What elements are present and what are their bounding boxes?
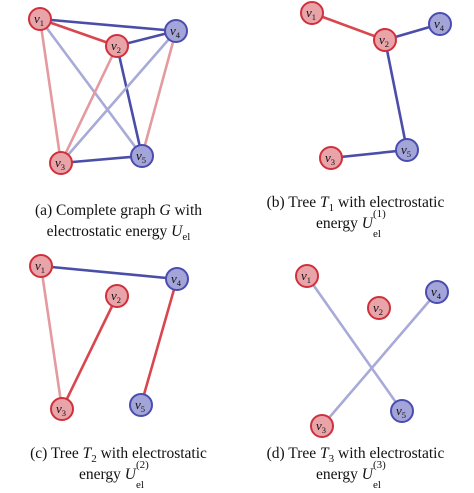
- vertex-label-v2: v2: [379, 32, 389, 49]
- vertex-v2: v2: [105, 284, 129, 308]
- vertex-v1: v1: [295, 264, 319, 288]
- vertex-label-v1: v1: [306, 5, 316, 22]
- caption-b: (b) Tree T1 with electrostatic energy U(…: [266, 194, 445, 240]
- vertex-v5: v5: [390, 399, 414, 423]
- edge-v2-v5: [115, 44, 144, 158]
- edge-v4-v5: [139, 277, 179, 407]
- vertex-v5: v5: [130, 144, 154, 168]
- vertex-label-v2: v2: [111, 38, 121, 55]
- vertex-v1: v1: [300, 1, 324, 25]
- vertex-v3: v3: [310, 414, 334, 438]
- vertex-v4: v4: [164, 19, 188, 43]
- vertex-v3: v3: [50, 397, 74, 421]
- edge-v2-v5: [383, 38, 409, 152]
- caption-c: (c) Tree T2 with electrostatic energy U(…: [30, 445, 207, 491]
- edge-v2-v3: [60, 294, 119, 411]
- edge-v1-v4: [38, 17, 178, 33]
- vertex-label-v3: v3: [325, 150, 335, 167]
- vertex-label-v4: v4: [171, 271, 182, 288]
- vertex-label-v1: v1: [34, 11, 44, 28]
- vertex-v3: v3: [319, 146, 343, 170]
- edge-v1-v3: [38, 17, 63, 165]
- vertex-v4: v4: [428, 12, 452, 36]
- vertex-label-v4: v4: [170, 23, 181, 40]
- edge-v1-v5: [305, 274, 404, 413]
- edge-v4-v3: [320, 290, 439, 428]
- edge-v3-v5: [59, 154, 144, 165]
- vertex-label-v2: v2: [111, 288, 121, 305]
- vertex-label-v5: v5: [401, 142, 411, 159]
- vertex-v5: v5: [129, 393, 153, 417]
- vertex-label-v3: v3: [55, 155, 65, 172]
- caption-d: (d) Tree T3 with electrostatic energy U(…: [266, 445, 445, 491]
- vertex-v4: v4: [425, 280, 449, 304]
- vertex-label-v1: v1: [35, 258, 45, 275]
- vertex-v1: v1: [28, 7, 52, 31]
- edge-v1-v2: [38, 17, 119, 48]
- vertex-v3: v3: [49, 151, 73, 175]
- vertex-v4: v4: [165, 267, 189, 291]
- vertex-label-v4: v4: [431, 284, 442, 301]
- vertex-label-v4: v4: [434, 16, 445, 33]
- edge-v1-v4: [39, 264, 179, 281]
- edge-v3-v5: [329, 148, 409, 160]
- edge-v1-v2: [310, 11, 387, 42]
- edge-v1-v5: [38, 17, 144, 158]
- edge-v4-v3: [59, 29, 178, 165]
- panel-a: v1 v2 v3 v4 v5: [28, 7, 188, 175]
- vertex-label-v5: v5: [136, 148, 146, 165]
- vertex-label-v2: v2: [373, 300, 383, 317]
- edge-v4-v5: [140, 29, 178, 158]
- vertex-v1: v1: [29, 254, 53, 278]
- caption-a: (a) Complete graph G with electrostatic …: [34, 202, 203, 244]
- vertex-label-v5: v5: [396, 403, 406, 420]
- vertex-v5: v5: [395, 138, 419, 162]
- edge-v1-v3: [39, 264, 64, 411]
- edge-v2-v3: [59, 44, 119, 165]
- vertex-v2: v2: [373, 28, 397, 52]
- panel-d: v1 v2 v3 v4 v5: [295, 264, 449, 438]
- vertex-label-v3: v3: [316, 418, 326, 435]
- vertex-v2: v2: [105, 34, 129, 58]
- panel-c: v1 v2 v3 v4 v5: [29, 254, 189, 421]
- vertex-label-v1: v1: [301, 268, 311, 285]
- vertex-label-v3: v3: [56, 401, 66, 418]
- vertex-label-v5: v5: [135, 397, 145, 414]
- vertex-v2: v2: [367, 296, 391, 320]
- panel-b: v1 v2 v3 v4 v5: [300, 1, 452, 170]
